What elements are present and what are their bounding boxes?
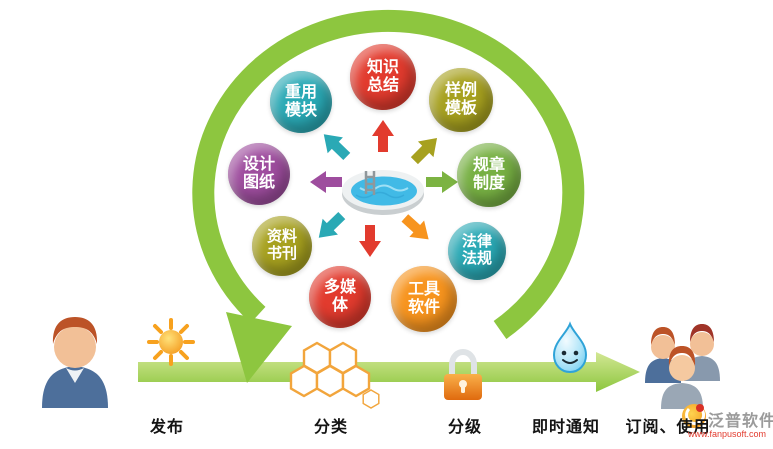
bubble-tool-software: 工具 软件 <box>391 266 457 332</box>
radial-arrow-down-left <box>311 207 350 246</box>
radial-arrow-left <box>310 171 342 193</box>
radial-arrow-up-left <box>316 126 355 165</box>
bubble-laws-regulations: 法律 法规 <box>448 222 506 280</box>
user-group-icon <box>645 324 720 409</box>
bubble-multimedia: 多媒 体 <box>309 266 371 328</box>
bubble-rules-regulations: 规章 制度 <box>457 143 521 207</box>
watermark-url: www.fanpusoft.com <box>688 429 767 439</box>
knowledge-pool-icon <box>342 170 424 215</box>
publisher-person-icon <box>42 317 108 408</box>
step-label-classify: 分类 <box>313 419 349 436</box>
bubble-design-drawings: 设计 图纸 <box>228 143 290 205</box>
hexagon-cluster-icon <box>289 341 380 409</box>
bubble-knowledge-summary: 知识 总结 <box>350 44 416 110</box>
bubble-reference-books: 资料 书刊 <box>252 216 312 276</box>
step-label-publish: 发布 <box>149 419 185 436</box>
radial-arrow-right <box>426 171 458 193</box>
step-label-grade: 分级 <box>447 419 483 436</box>
brand-logo-icon <box>682 404 706 428</box>
radial-arrow-up <box>372 120 394 152</box>
step-label-subscribe-use: 订阅、使用 <box>625 419 711 436</box>
pool-ladder-icon <box>364 171 376 195</box>
lock-icon <box>444 348 482 400</box>
cycle-arrow-ring <box>192 9 585 383</box>
cycle-arrowhead <box>226 312 292 383</box>
water-drop-icon <box>552 321 588 374</box>
radial-arrow-up-right <box>406 130 445 169</box>
watermark-brand: 泛普软件 <box>708 413 773 430</box>
bubble-reusable-modules: 重用 模块 <box>270 71 332 133</box>
step-label-instant-notify: 即时通知 <box>531 419 601 436</box>
radial-arrow-down-right <box>397 209 436 248</box>
radial-arrow-down <box>359 225 381 257</box>
bubble-sample-templates: 样例 模板 <box>429 68 493 132</box>
sun-icon <box>147 318 195 366</box>
